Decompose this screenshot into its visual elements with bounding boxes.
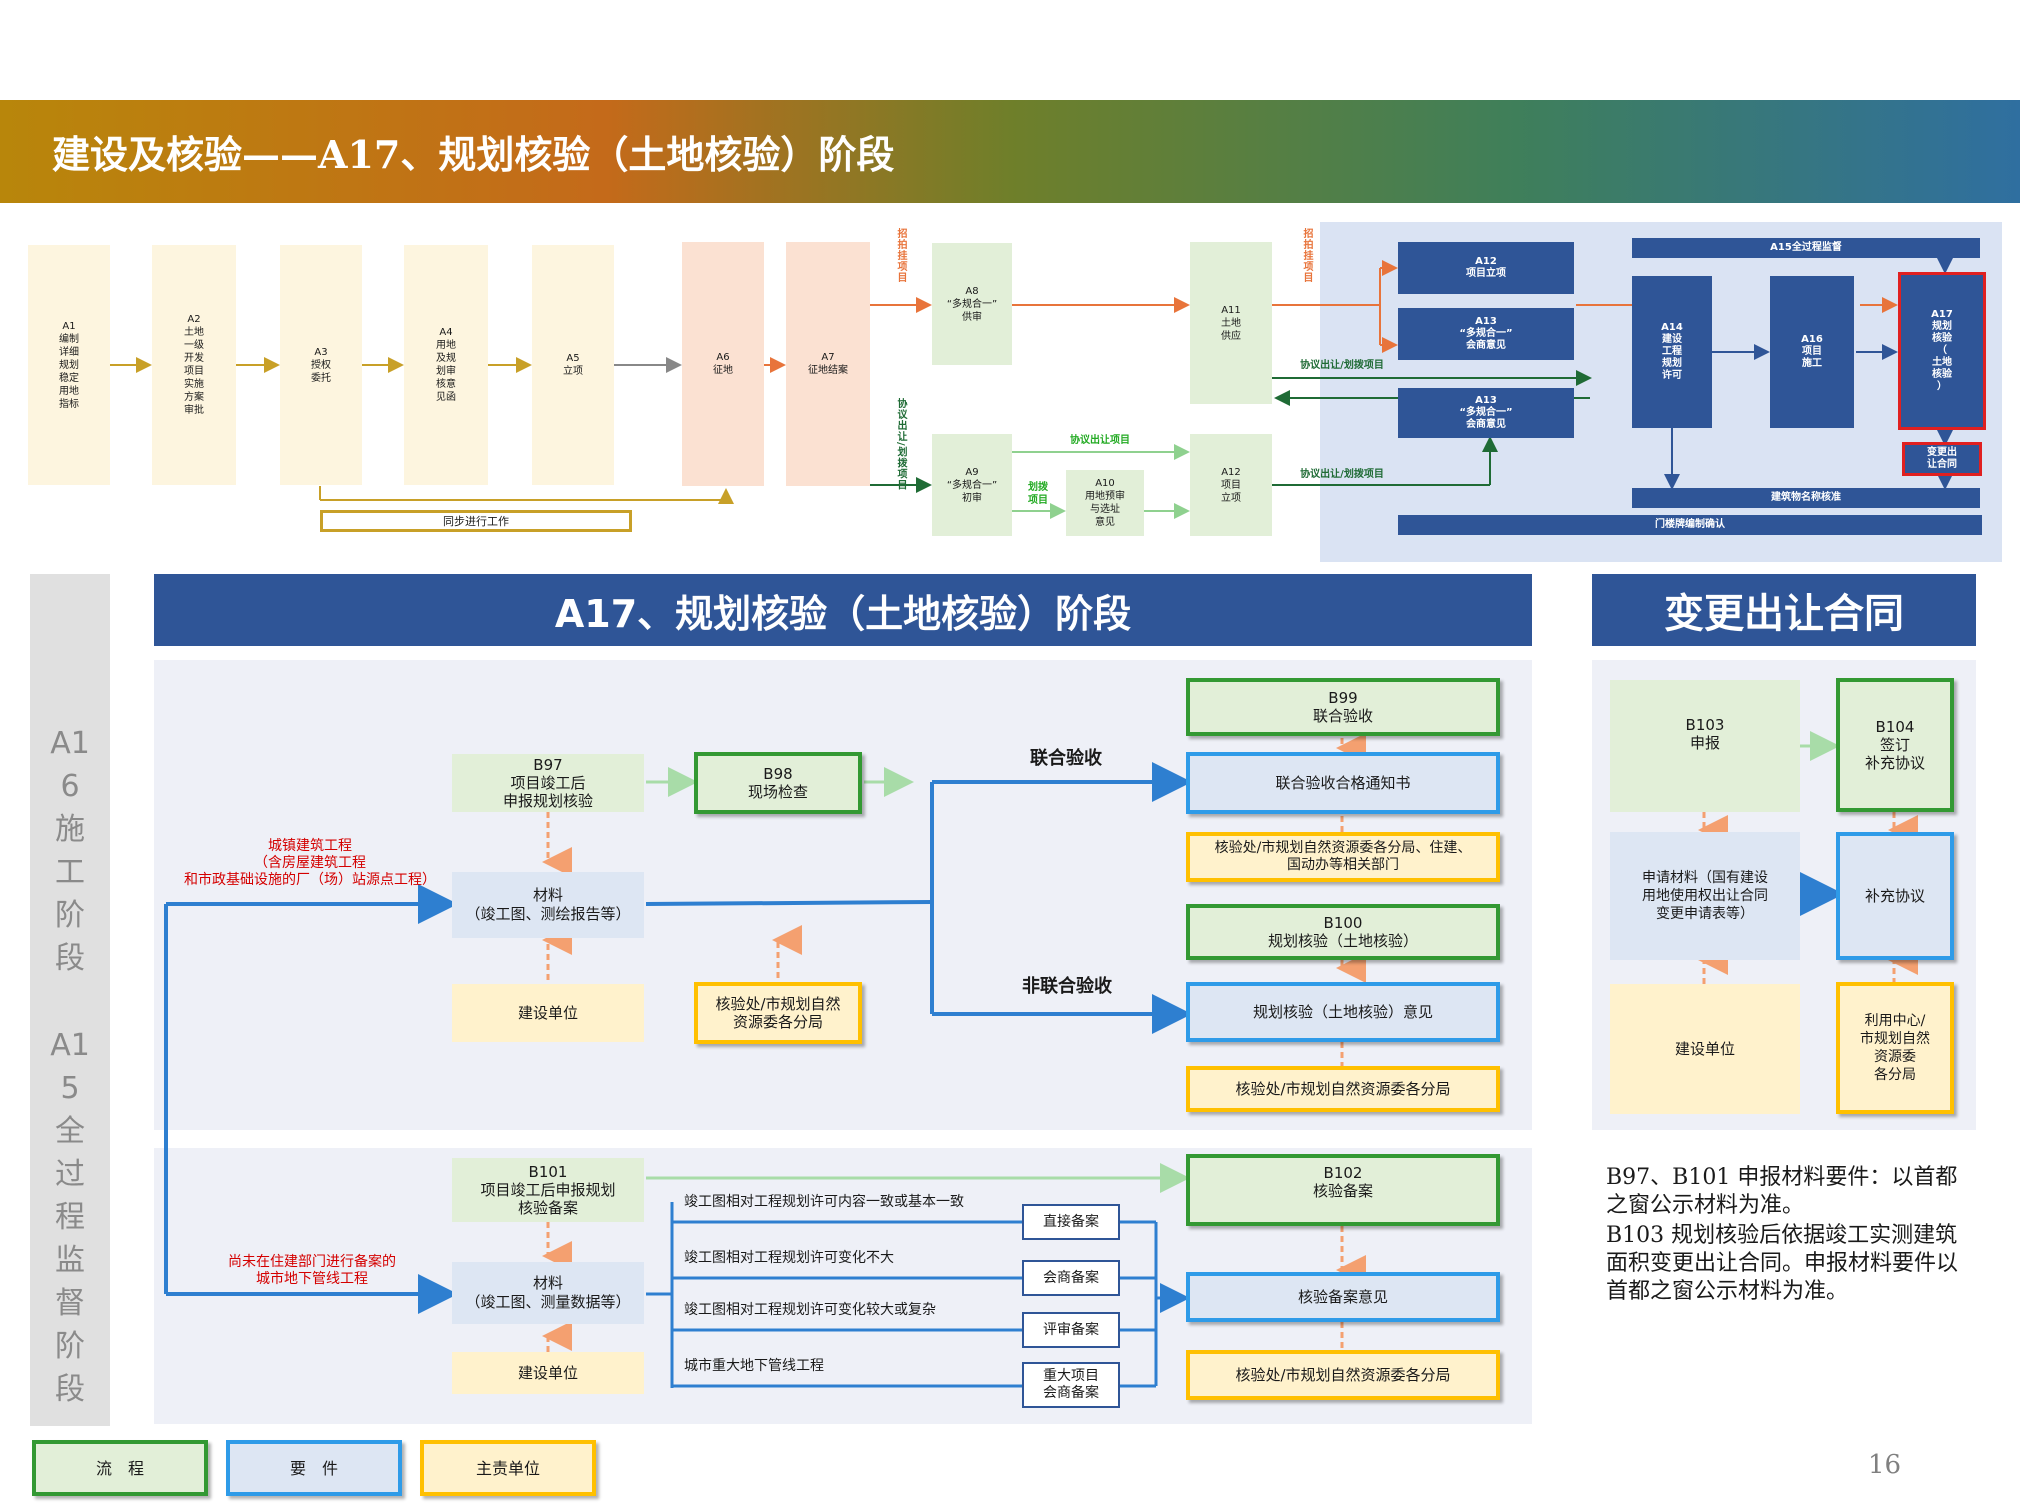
note-b97-b101: B97、B101 申报材料要件：以首都之窗公示材料为准。 <box>1606 1165 1958 1218</box>
right-supplement[interactable]: 补充协议 <box>1836 832 1954 960</box>
node-a9[interactable]: A9 “多规合一” 初审 <box>932 434 1012 536</box>
right-section-header: 变更出让合同 <box>1592 574 1976 646</box>
lower-red-label: 尚未在住建部门进行备案的 城市地下管线工程 <box>228 1254 396 1287</box>
page-number: 16 <box>1868 1450 1902 1480</box>
node-change-contract[interactable]: 变更出 让合同 <box>1902 442 1982 476</box>
record-review[interactable]: 评审备案 <box>1022 1312 1120 1348</box>
node-a10[interactable]: A10 用地预审 与选址 意见 <box>1066 470 1144 536</box>
upper-flow-panel <box>154 660 1532 1130</box>
right-center[interactable]: 利用中心/ 市规划自然 资源委 各分局 <box>1836 982 1954 1114</box>
node-b102[interactable]: B102 核验备案 <box>1186 1154 1500 1226</box>
label-zhaopai-1: 招拍挂项目 <box>895 228 906 283</box>
node-a16[interactable]: A16 项目 施工 <box>1770 276 1854 428</box>
legend-doc: 要 件 <box>226 1440 402 1496</box>
upper-builder[interactable]: 建设单位 <box>452 984 644 1042</box>
side-stage-a15: A15全过程监督阶段 <box>50 1028 90 1407</box>
side-stage-panel <box>30 574 110 1426</box>
node-a12-left[interactable]: A12 项目 立项 <box>1190 434 1272 536</box>
node-a12-right[interactable]: A12 项目立项 <box>1398 242 1574 294</box>
node-a14[interactable]: A14 建设 工程 规划 许可 <box>1632 276 1712 428</box>
banner-title: 建设及核验——A17、规划核验（土地核验）阶段 <box>0 100 2020 203</box>
opinion-dept[interactable]: 核验处/市规划自然资源委各分局 <box>1186 1066 1500 1112</box>
cond-major-pipeline: 城市重大地下管线工程 <box>684 1358 824 1374</box>
label-huabo: 划拨 项目 <box>1028 482 1048 506</box>
node-a2[interactable]: A2 土地 一级 开发 项目 实施 方案 审批 <box>152 245 236 485</box>
record-major[interactable]: 重大项目 会商备案 <box>1022 1362 1120 1408</box>
node-building-name[interactable]: 建筑物名称核准 <box>1632 488 1980 508</box>
record-consult[interactable]: 会商备案 <box>1022 1260 1120 1296</box>
node-a11[interactable]: A11 土地 供应 <box>1190 242 1272 404</box>
cond-minor-change: 竣工图相对工程规划许可变化不大 <box>684 1250 894 1266</box>
node-a6[interactable]: A6 征地 <box>682 242 764 486</box>
node-b98[interactable]: B98 现场检查 <box>694 752 862 814</box>
node-b101[interactable]: B101 项目竣工后申报规划 核验备案 <box>452 1158 644 1222</box>
node-a5[interactable]: A5 立项 <box>532 245 614 485</box>
lower-materials[interactable]: 材料 （竣工图、测量数据等） <box>452 1262 644 1324</box>
node-b103[interactable]: B103 申报 <box>1610 680 1800 812</box>
sync-work-box: 同步进行工作 <box>320 510 632 532</box>
node-a1[interactable]: A1 编制 详细 规划 稳定 用地 指标 <box>28 245 110 485</box>
joint-dept[interactable]: 核验处/市规划自然资源委各分局、住建、 国动办等相关部门 <box>1186 832 1500 882</box>
node-b100[interactable]: B100 规划核验（土地核验） <box>1186 904 1500 960</box>
node-a3[interactable]: A3 授权 委托 <box>280 245 362 485</box>
upper-materials[interactable]: 材料 （竣工图、测绘报告等） <box>452 872 644 938</box>
node-a13-top[interactable]: A13 “多规合一” 会商意见 <box>1398 308 1574 360</box>
main-section-header: A17、规划核验（土地核验）阶段 <box>154 574 1532 646</box>
label-xieyi-vertical: 协议出让/划拨项目 <box>895 398 906 491</box>
label-zhaopai-2: 招拍挂项目 <box>1301 228 1312 283</box>
opinion-doc[interactable]: 规划核验（土地核验）意见 <box>1186 982 1500 1042</box>
right-builder[interactable]: 建设单位 <box>1610 984 1800 1114</box>
node-a13-bottom[interactable]: A13 “多规合一” 会商意见 <box>1398 388 1574 438</box>
cond-major-change: 竣工图相对工程规划许可变化较大或复杂 <box>684 1302 936 1318</box>
node-b99[interactable]: B99 联合验收 <box>1186 678 1500 736</box>
node-a4[interactable]: A4 用地 及规 划审 核意 见函 <box>404 245 488 485</box>
legend-unit: 主责单位 <box>420 1440 596 1496</box>
upper-red-label: 城镇建筑工程 （含房屋建筑工程 和市政基础设施的厂（场）站源点工程） <box>184 838 436 888</box>
record-direct[interactable]: 直接备案 <box>1022 1204 1120 1240</box>
cond-consistent: 竣工图相对工程规划许可内容一致或基本一致 <box>684 1194 964 1210</box>
label-joint: 联合验收 <box>1030 748 1102 769</box>
legend-process: 流 程 <box>32 1440 208 1496</box>
node-a8[interactable]: A8 “多规合一” 供审 <box>932 243 1012 365</box>
lower-builder[interactable]: 建设单位 <box>452 1352 644 1394</box>
right-materials[interactable]: 申请材料（国有建设 用地使用权出让合同 变更申请表等） <box>1610 832 1800 960</box>
node-b104[interactable]: B104 签订 补充协议 <box>1836 678 1954 812</box>
side-stage-a16: A16施工阶段 <box>50 726 90 976</box>
label-xieyi-line1: 协议出让/划拨项目 <box>1300 359 1384 371</box>
upper-dept[interactable]: 核验处/市规划自然 资源委各分局 <box>694 982 862 1044</box>
label-nonjoint: 非联合验收 <box>1022 976 1112 997</box>
record-dept[interactable]: 核验处/市规划自然资源委各分局 <box>1186 1350 1500 1400</box>
node-b97[interactable]: B97 项目竣工后 申报规划核验 <box>452 754 644 812</box>
joint-notice[interactable]: 联合验收合格通知书 <box>1186 752 1500 814</box>
node-a7[interactable]: A7 征地结案 <box>786 242 870 486</box>
label-xieyi-transfer: 协议出让项目 <box>1070 434 1130 446</box>
record-opinion[interactable]: 核验备案意见 <box>1186 1272 1500 1322</box>
note-b103: B103 规划核验后依据竣工实测建筑面积变更出让合同。申报材料要件以首都之窗公示… <box>1606 1223 1959 1304</box>
node-a17[interactable]: A17 规划 核验 （ 土地 核验 ） <box>1898 272 1986 430</box>
label-xieyi-line2: 协议出让/划拨项目 <box>1300 468 1384 480</box>
node-door-plate[interactable]: 门楼牌编制确认 <box>1398 515 1982 535</box>
node-a15-bar[interactable]: A15全过程监督 <box>1632 238 1980 258</box>
